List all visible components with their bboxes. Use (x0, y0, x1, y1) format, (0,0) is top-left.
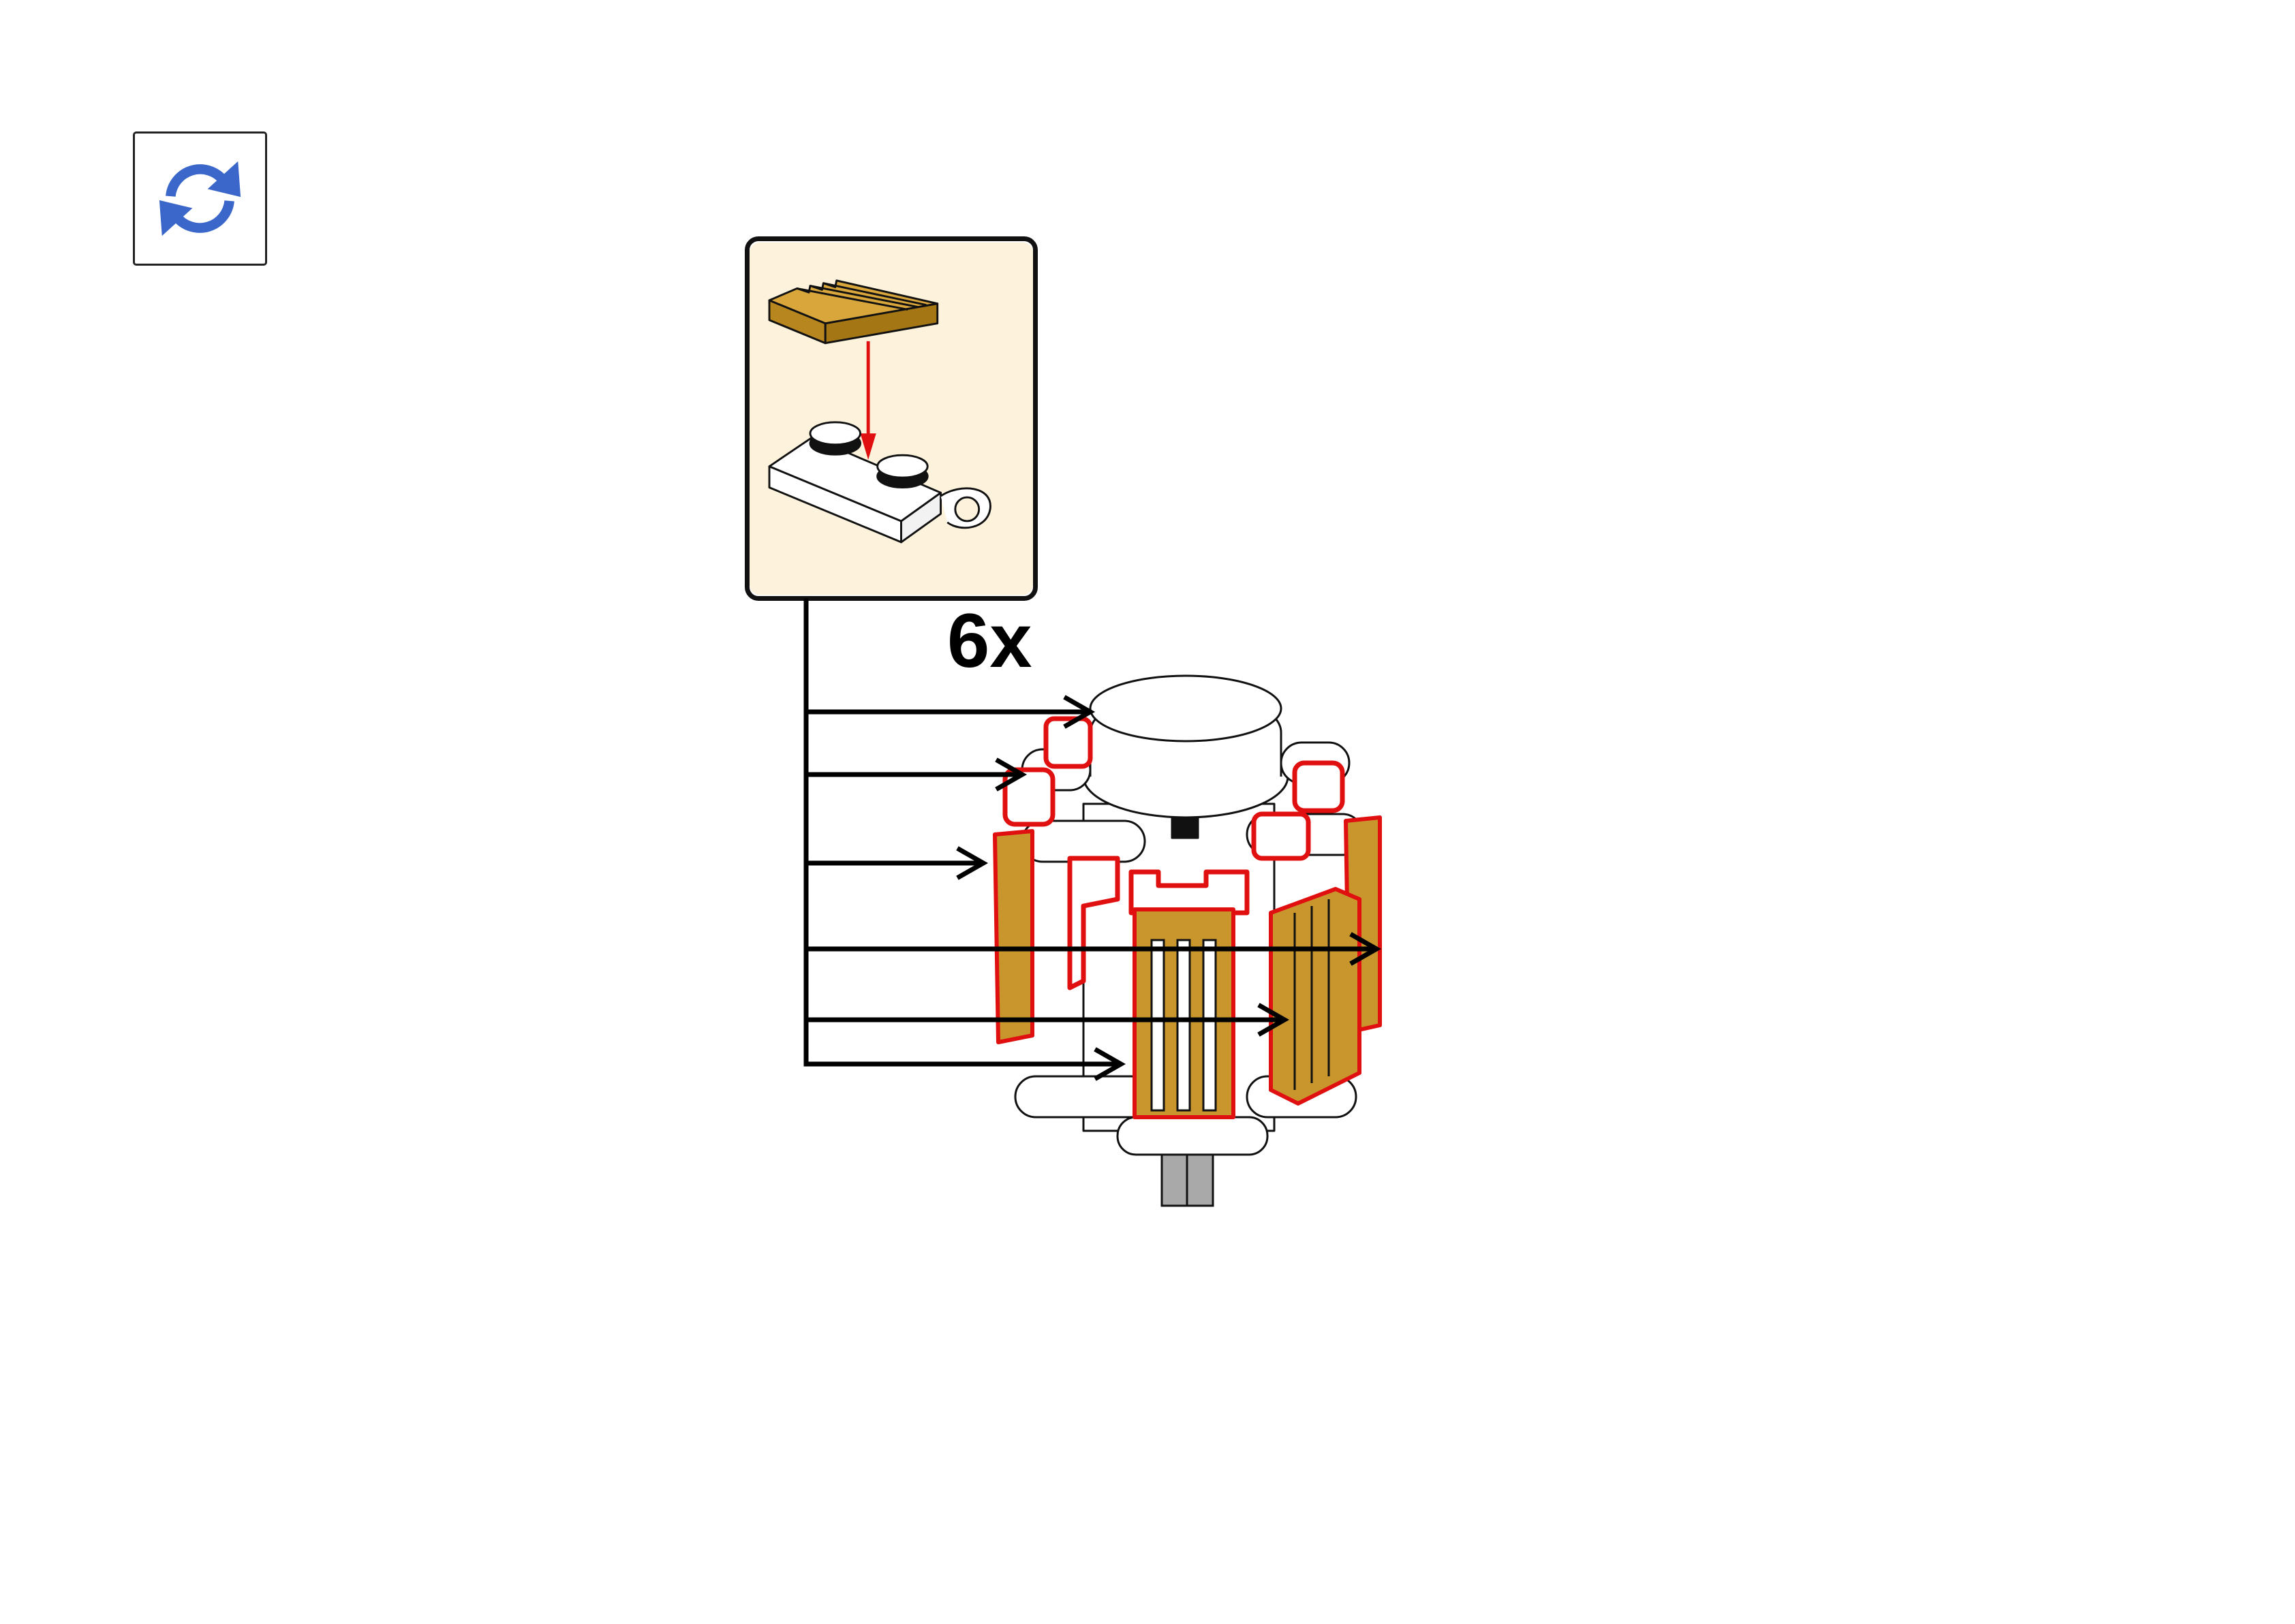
rotate-view-button[interactable] (133, 131, 267, 266)
grille-slots (1150, 899, 1330, 1112)
grille-tile-part (768, 279, 939, 345)
rotate-icon (159, 161, 241, 236)
clip-plate-part (768, 421, 991, 544)
clip-plates (1002, 716, 1345, 990)
quantity-multiplier: 6x (947, 598, 1032, 683)
sub-assembly-illustration (750, 242, 1033, 595)
sub-assembly-callout (745, 236, 1038, 601)
placement-pointers (803, 598, 1382, 1081)
